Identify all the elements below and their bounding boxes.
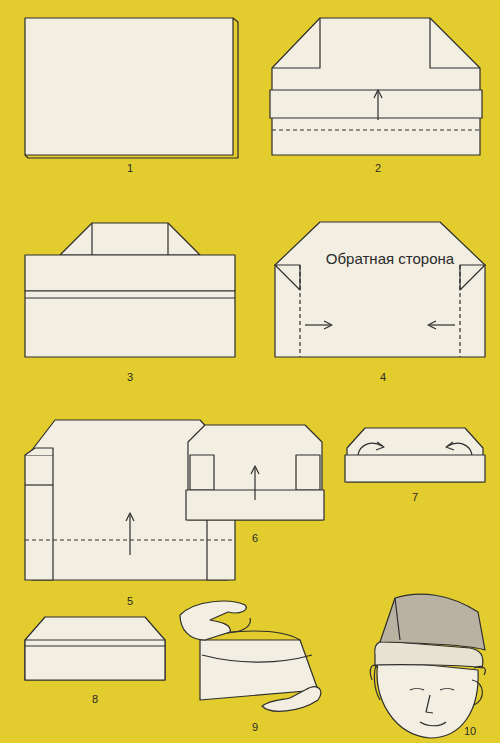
step-number: 5 xyxy=(127,596,133,607)
step-number: 10 xyxy=(464,726,476,737)
hat-crown xyxy=(380,594,485,650)
paper-sheet xyxy=(272,18,480,155)
hand xyxy=(262,687,321,711)
hand xyxy=(180,601,246,640)
hat-opening xyxy=(200,640,318,700)
step-number: 2 xyxy=(375,163,381,174)
paper-back xyxy=(275,222,485,357)
step-number: 1 xyxy=(127,163,133,174)
side-note: Обратная сторона xyxy=(323,250,457,269)
step-number: 4 xyxy=(380,372,386,383)
step-number: 3 xyxy=(127,372,133,383)
face xyxy=(377,660,478,738)
paper-sheet xyxy=(25,18,233,155)
paper-top xyxy=(60,223,200,255)
step-number: 6 xyxy=(252,533,258,544)
paper-hat xyxy=(25,617,165,680)
step-number: 8 xyxy=(92,694,98,705)
step-number: 9 xyxy=(252,722,258,733)
step-number: 7 xyxy=(412,492,418,503)
